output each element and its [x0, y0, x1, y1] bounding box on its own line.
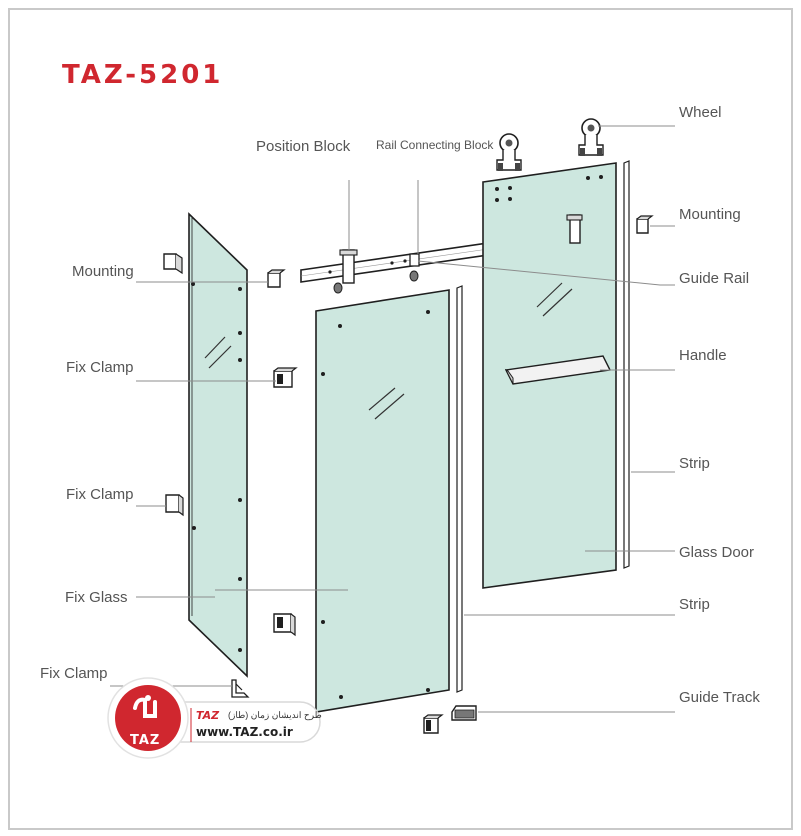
diagram-title: TAZ-5201: [62, 60, 224, 90]
floor-clamp-center: [423, 714, 444, 734]
strip-lower: [456, 285, 463, 693]
fix-clamp-floor: [231, 679, 250, 698]
mounting-bracket-center: [267, 269, 286, 288]
label-fix-clamp-3: Fix Clamp: [40, 665, 108, 682]
label-fix-glass: Fix Glass: [65, 589, 128, 606]
middle-glass-panel: [315, 289, 450, 713]
label-handle: Handle: [679, 347, 727, 364]
logo-brand-small: TAZ: [196, 709, 220, 722]
label-wheel: Wheel: [679, 104, 722, 121]
rail-connecting-block: [409, 253, 420, 282]
strip-upper: [623, 160, 630, 569]
logo-url: www.TAZ.co.ir: [196, 725, 293, 739]
guide-track-part: [451, 705, 477, 721]
label-fix-clamp-1: Fix Clamp: [66, 359, 134, 376]
mounting-bracket-right: [636, 215, 654, 234]
label-guide-track: Guide Track: [679, 689, 760, 706]
label-mounting-right: Mounting: [679, 206, 741, 223]
label-fix-clamp-2: Fix Clamp: [66, 486, 134, 503]
label-strip-upper: Strip: [679, 455, 710, 472]
wheel-right: [578, 118, 604, 156]
logo-tagline: طرح اندیشان زمان (طاز): [228, 710, 322, 720]
hanger-block-right: [566, 214, 583, 244]
label-strip-lower: Strip: [679, 596, 710, 613]
fix-clamp-upper: [273, 367, 298, 388]
label-mounting-left: Mounting: [72, 263, 134, 280]
taz-logo-badge: [107, 677, 321, 759]
position-block: [339, 249, 358, 284]
label-rail-connecting-block: Rail Connecting Block: [376, 138, 494, 152]
label-guide-rail: Guide Rail: [679, 270, 750, 287]
fix-clamp-middle: [165, 494, 184, 517]
wheel-left: [496, 133, 522, 171]
logo-brand-mark: TAZ: [130, 733, 161, 748]
fix-clamp-lower-right: [273, 613, 296, 637]
fix-glass-panel: [188, 212, 248, 678]
label-glass-door: Glass Door: [679, 544, 755, 561]
rail-end-cap: [333, 282, 343, 294]
label-position-block: Position Block: [256, 138, 351, 155]
mounting-bracket-left: [163, 253, 183, 275]
